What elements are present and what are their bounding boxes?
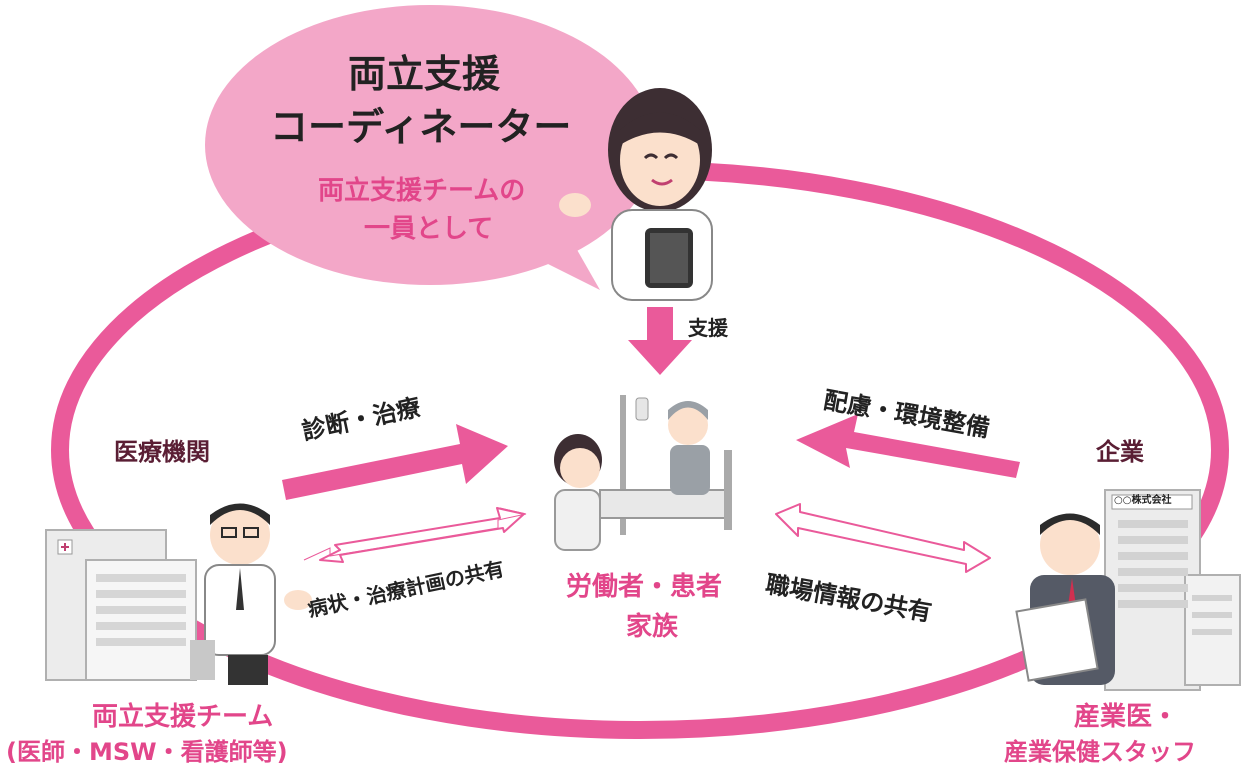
doctor-figure [190,503,312,685]
patient-family-figure [554,395,732,551]
diagnosis-arrow [282,424,508,500]
coordinator-title-line1: 両立支援 [348,52,501,96]
team-label-line2: (医師・MSW・看護師等) [6,738,288,766]
speech-bubble [205,5,655,290]
occupational-label-line2: 産業保健スタッフ [1004,738,1196,766]
occupational-staff-figure [1015,513,1115,685]
team-label-line1: 両立支援チーム [92,702,274,732]
coordinator-title-line2: コーディネーター [270,105,572,149]
coordinator-subtitle-line1: 両立支援チームの [318,176,526,206]
company-building [1104,489,1241,691]
plan-share-arrow [303,507,527,563]
workplace-share-arrow [775,503,991,573]
institution-label: 医療機関 [114,438,210,466]
coordinator-subtitle-line2: 一員として [364,214,494,244]
company-sign: ○○株式会社 [1114,495,1172,506]
occupational-label-line1: 産業医・ [1074,702,1179,732]
coordinator-figure [559,88,713,301]
worker-label-line2: 家族 [626,612,679,642]
hospital-building [45,529,197,681]
worker-label-line1: 労働者・患者 [566,572,723,602]
support-arrow [628,307,692,375]
support-label: 支援 [688,316,728,340]
consideration-arrow [796,414,1020,478]
company-label: 企業 [1096,438,1144,466]
